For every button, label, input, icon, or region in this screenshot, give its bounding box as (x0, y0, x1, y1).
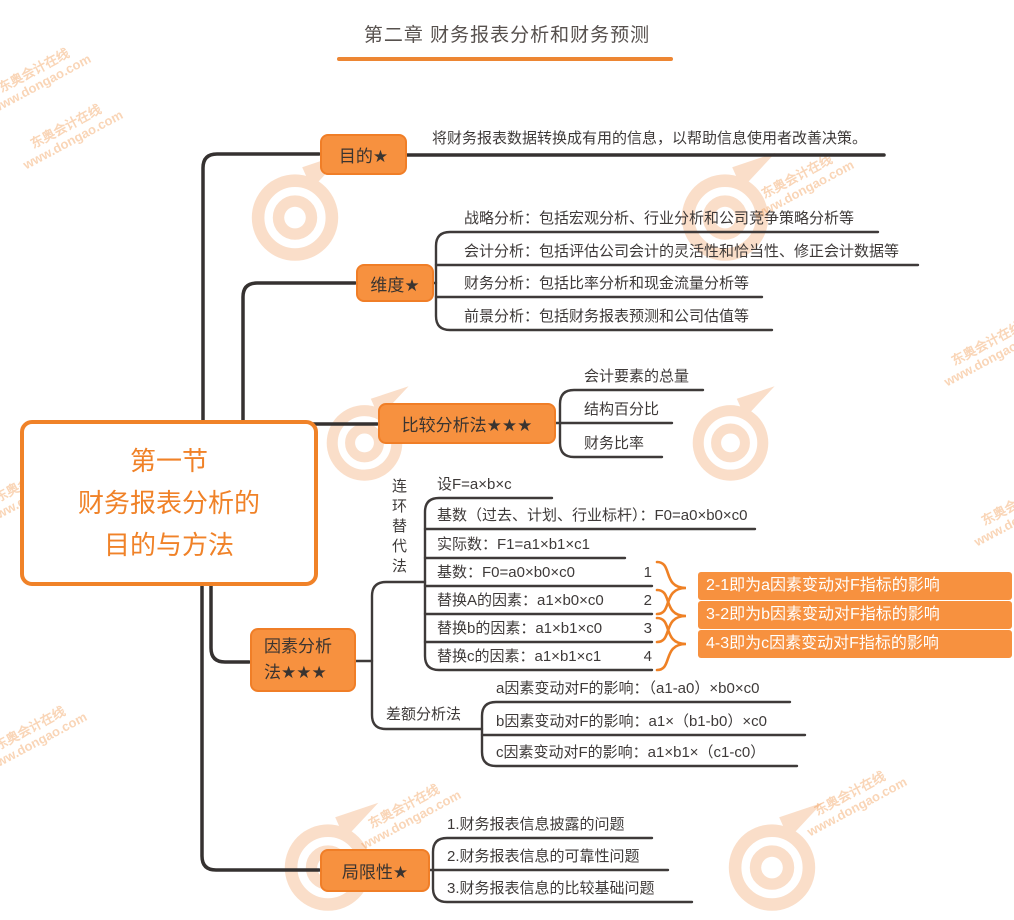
child-brackets (354, 230, 920, 904)
dimension-item: 财务分析：包括比率分析和现金流量分析等 (464, 275, 750, 292)
chain-row-number: 2 (643, 592, 652, 609)
chain-row: 实际数：F1=a1×b1×c1 (437, 536, 590, 553)
chain-row-number: 1 (643, 564, 652, 581)
root-topic-line: 目的与方法 (103, 530, 234, 560)
purpose-note: 将财务报表数据转换成有用的信息，以帮助信息使用者改善决策。 (432, 130, 868, 147)
limitation-item: 3.财务报表信息的比较基础问题 (447, 880, 655, 897)
page-title: 第二章 财务报表分析和财务预测 (363, 25, 651, 46)
dimension-item: 战略分析：包括宏观分析、行业分析和公司竞争策略分析等 (464, 210, 855, 227)
trunk-branches (200, 152, 886, 872)
chain-row-number: 4 (643, 648, 652, 665)
chain-row: 替换A的因素：a1×b0×c0 (437, 592, 604, 609)
topic-node-comparative: 比较分析法★★★ (378, 403, 556, 444)
chain-substitution-label: 连环替代法 (391, 478, 407, 575)
limitation-item: 1.财务报表信息披露的问题 (447, 816, 625, 833)
chain-row: 替换b的因素：a1×b1×c0 (437, 620, 603, 637)
topic-node-purpose: 目的★ (320, 134, 407, 175)
root-topic-node: 第一节 财务报表分析的 目的与方法 (20, 420, 318, 586)
topic-node-factor: 因素分析法★★★ (250, 628, 356, 692)
chain-row: 基数（过去、计划、行业标杆）：F0=a0×b0×c0 (437, 507, 748, 524)
chain-annotation: 4-3即为c因素变动对F指标的影响 (698, 630, 1012, 658)
chain-row: 设F=a×b×c (437, 476, 512, 493)
topic-node-limitations: 局限性★ (320, 849, 430, 892)
difference-row: c因素变动对F的影响：a1×b1×（c1-c0） (496, 744, 766, 761)
dimension-item: 前景分析：包括财务报表预测和公司估值等 (464, 308, 750, 325)
root-topic-line: 第一节 (129, 446, 208, 476)
dimension-item: 会计分析：包括评估公司会计的灵活性和恰当性、修正会计数据等 (464, 243, 900, 260)
chain-row-number: 3 (643, 620, 652, 637)
comparative-item: 会计要素的总量 (584, 368, 690, 385)
chain-row: 基数：F0=a0×b0×c0 (437, 564, 575, 581)
comparative-item: 财务比率 (584, 435, 645, 452)
difference-row: b因素变动对F的影响：a1×（b1-b0）×c0 (496, 713, 767, 730)
chain-row: 替换c的因素：a1×b1×c1 (437, 648, 602, 665)
comparative-item: 结构百分比 (584, 401, 660, 418)
root-topic-line: 财务报表分析的 (77, 488, 260, 518)
chain-annotation: 3-2即为b因素变动对F指标的影响 (698, 601, 1012, 629)
topic-node-dimensions: 维度★ (356, 264, 434, 302)
title-underline (337, 57, 673, 61)
brace-icons (655, 560, 687, 672)
chain-annotation: 2-1即为a因素变动对F指标的影响 (698, 572, 1012, 600)
difference-label: 差额分析法 (386, 706, 462, 723)
difference-row: a因素变动对F的影响：（a1-a0）×b0×c0 (496, 680, 760, 697)
limitation-item: 2.财务报表信息的可靠性问题 (447, 848, 640, 865)
